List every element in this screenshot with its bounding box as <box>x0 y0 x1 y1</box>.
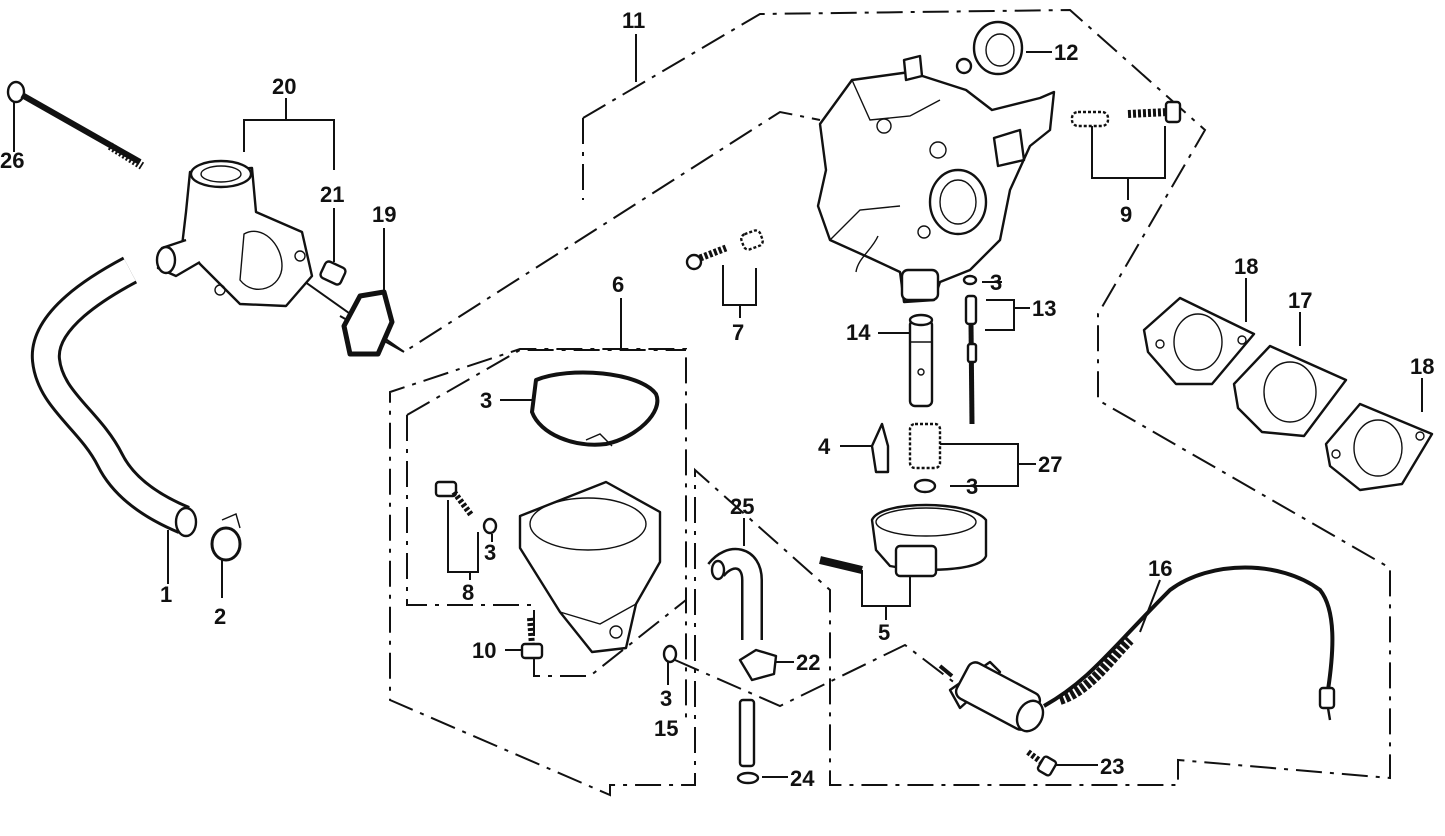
callout-19: 19 <box>372 202 396 227</box>
part-27-main-jet <box>908 422 942 494</box>
callout-3-drain: 3 <box>484 540 496 565</box>
boundary-cutoff-rail <box>674 643 986 708</box>
part-21-dowel <box>319 260 347 286</box>
callout-7: 7 <box>732 320 744 345</box>
part-18-gasket-right <box>1324 402 1434 492</box>
boundary-intake-rail <box>339 110 821 354</box>
callout-16: 16 <box>1148 556 1172 581</box>
callout-2: 2 <box>214 604 226 629</box>
callout-18-right: 18 <box>1410 354 1434 379</box>
callout-26: 26 <box>0 148 24 173</box>
part-20-water-joint <box>155 159 314 308</box>
callout-13: 13 <box>1032 296 1056 321</box>
callout-3-jet: 3 <box>966 474 978 499</box>
callout-3-bowl: 3 <box>660 686 672 711</box>
callout-labels: 11 12 20 26 21 19 9 7 3 13 14 6 18 17 18… <box>0 8 1434 791</box>
callout-20: 20 <box>272 74 296 99</box>
callout-18-left: 18 <box>1234 254 1258 279</box>
part-1-hose <box>30 256 198 538</box>
part-24-tube <box>736 698 760 785</box>
callout-6: 6 <box>612 272 624 297</box>
callout-25: 25 <box>730 494 754 519</box>
part-10-screw <box>520 617 544 660</box>
part-23-screw <box>1026 749 1058 777</box>
part-19-gasket <box>341 289 395 357</box>
callout-22: 22 <box>796 650 820 675</box>
part-22-clip <box>738 648 778 682</box>
callout-15: 15 <box>654 716 678 741</box>
part-25-tube <box>707 547 763 640</box>
part-4-float-valve <box>870 422 890 474</box>
part-5-float <box>819 503 988 578</box>
callout-27: 27 <box>1038 452 1062 477</box>
parts <box>6 20 1434 785</box>
callout-14: 14 <box>846 320 871 345</box>
part-3-washer-bowl <box>662 644 678 664</box>
part-7-screw-spring <box>685 229 764 271</box>
part-2-clamp <box>210 513 242 562</box>
leader-lines <box>13 34 1423 778</box>
callout-4: 4 <box>818 434 831 459</box>
callout-21: 21 <box>320 182 344 207</box>
part-float-chamber-bowl <box>518 480 662 654</box>
callout-11: 11 <box>622 8 645 33</box>
part-26-bolt <box>6 80 145 170</box>
callout-23: 23 <box>1100 754 1124 779</box>
part-6-gasket <box>530 370 660 447</box>
callout-3-gasket: 3 <box>480 388 492 413</box>
part-11-carburetor-body <box>816 54 1056 304</box>
callout-10: 10 <box>472 638 496 663</box>
part-9-screw-spring <box>1070 100 1182 128</box>
callout-8: 8 <box>462 580 474 605</box>
boundary-float-chamber <box>406 349 687 677</box>
callout-1: 1 <box>160 582 172 607</box>
callout-9: 9 <box>1120 202 1132 227</box>
part-12-seal <box>972 20 1024 76</box>
callout-24: 24 <box>790 766 815 791</box>
callout-12: 12 <box>1054 40 1078 65</box>
part-8-drain-screw <box>434 480 498 535</box>
part-13-needle <box>962 274 978 425</box>
part-14-emulsion-tube <box>908 313 934 408</box>
callout-5: 5 <box>878 620 890 645</box>
part-18-gasket-left <box>1142 296 1256 386</box>
boundary-carburetor-assembly <box>389 8 1391 797</box>
callout-17: 17 <box>1288 288 1312 313</box>
part-17-insulator <box>1232 344 1348 438</box>
part-16-fuel-cut-solenoid <box>938 565 1336 733</box>
callout-3-carb: 3 <box>990 270 1002 295</box>
